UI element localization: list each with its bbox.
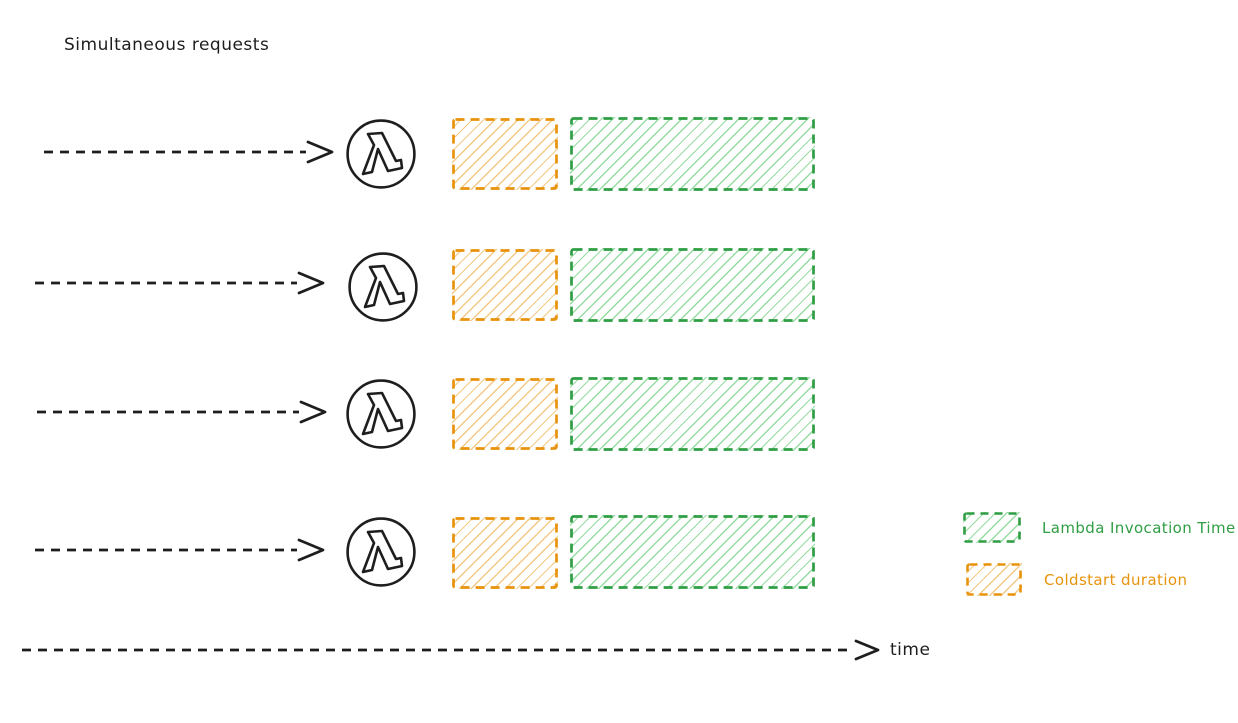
invocation-box bbox=[570, 515, 815, 589]
request-row bbox=[33, 116, 863, 194]
legend-label-coldstart: Coldstart duration bbox=[1044, 571, 1188, 589]
invocation-box bbox=[570, 248, 815, 322]
request-row bbox=[33, 376, 863, 454]
request-arrow-icon bbox=[35, 538, 325, 562]
request-row bbox=[33, 514, 863, 592]
coldstart-box bbox=[452, 118, 558, 190]
request-arrow-icon bbox=[44, 140, 334, 164]
time-axis-label: time bbox=[890, 640, 931, 660]
request-arrow-icon bbox=[37, 400, 327, 424]
request-arrow-icon bbox=[35, 271, 325, 295]
legend-swatch-coldstart bbox=[966, 563, 1022, 596]
legend-label-invocation: Lambda Invocation Time bbox=[1042, 519, 1236, 537]
coldstart-box bbox=[452, 517, 558, 589]
aws-lambda-icon bbox=[346, 379, 416, 449]
invocation-box bbox=[570, 377, 815, 451]
legend-swatch-invocation bbox=[963, 512, 1021, 543]
aws-lambda-icon bbox=[346, 517, 416, 587]
page-title: Simultaneous requests bbox=[64, 35, 270, 55]
coldstart-box bbox=[452, 249, 558, 321]
aws-lambda-icon bbox=[346, 119, 416, 189]
time-axis-arrow-icon bbox=[22, 639, 880, 661]
coldstart-box bbox=[452, 378, 558, 450]
request-row bbox=[33, 247, 863, 325]
aws-lambda-icon bbox=[348, 252, 418, 322]
invocation-box bbox=[570, 117, 815, 191]
